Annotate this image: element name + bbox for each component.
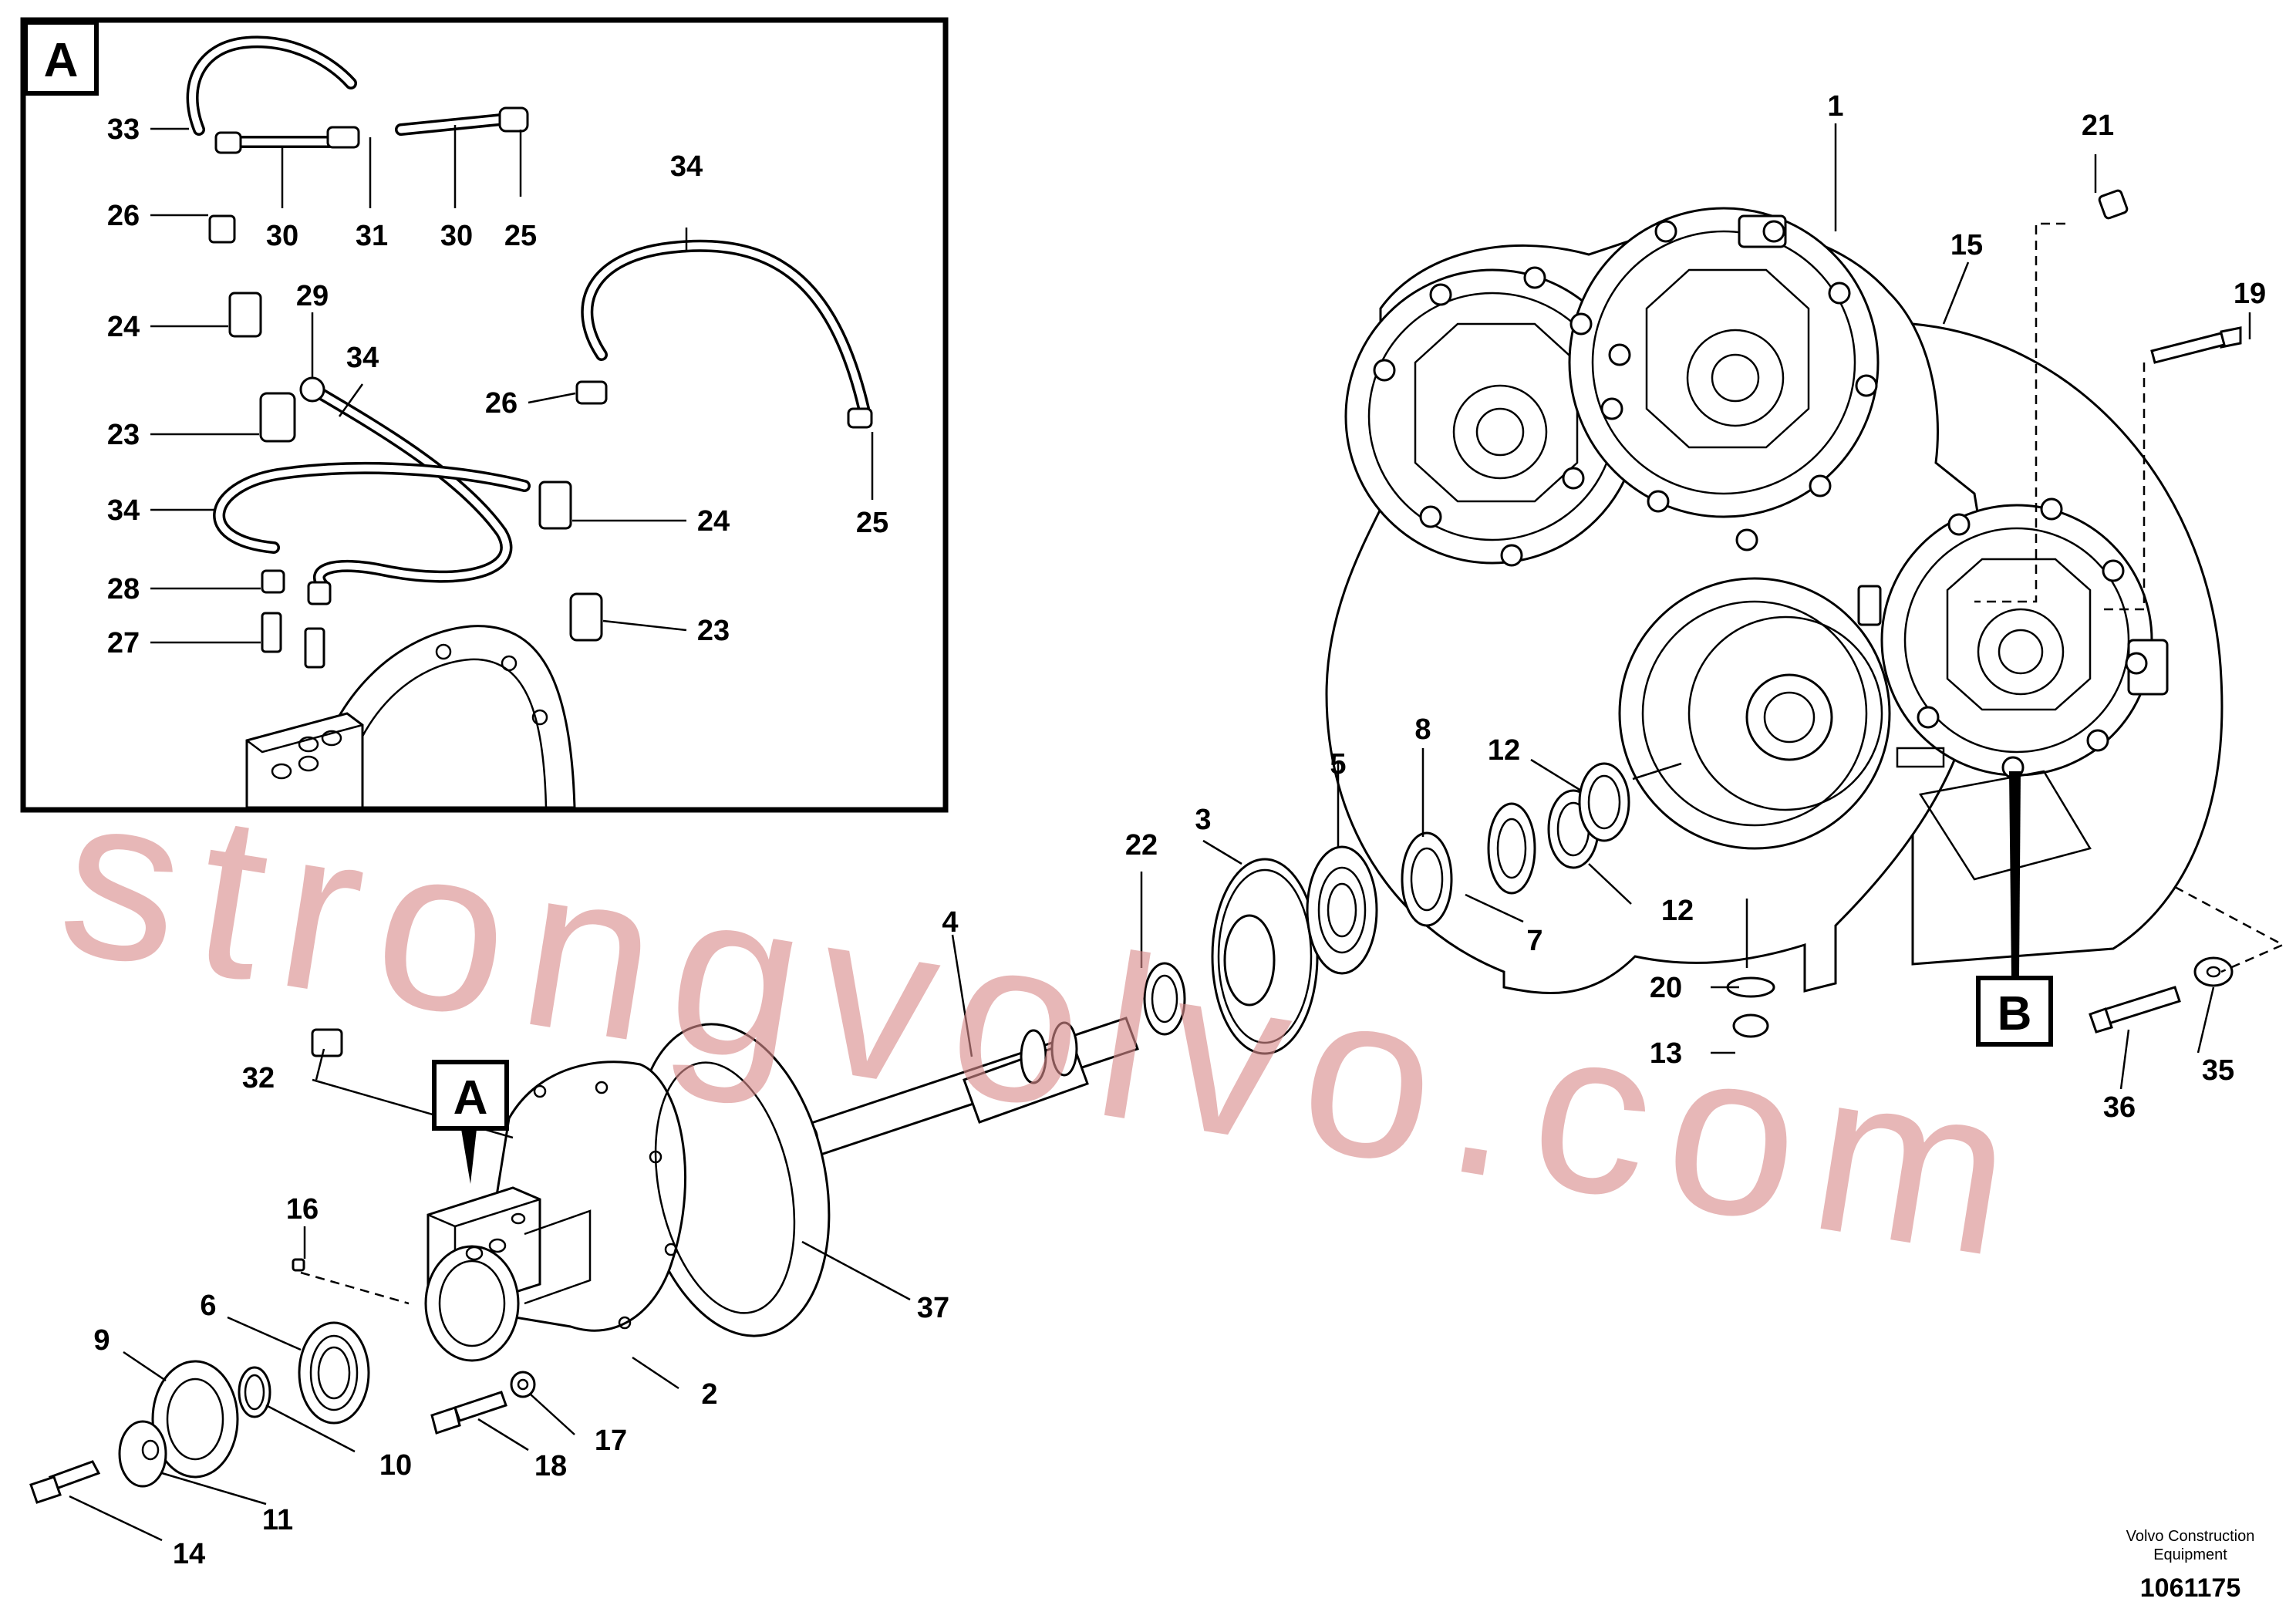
inset-callouts: 33 26 30 31 30 25 24 29 34 34 23 26 34 2… (107, 113, 888, 659)
bearing-stack (29, 1028, 536, 1504)
callout-26: 26 (485, 387, 518, 420)
callout-34: 34 (346, 342, 379, 374)
main-callouts: 1 21 15 19 8 12 5 3 22 4 12 7 20 13 35 3… (93, 90, 2266, 1570)
callout-12: 12 (1488, 734, 1520, 767)
callout-18: 18 (534, 1450, 567, 1482)
callout-2: 2 (701, 1378, 717, 1411)
caption: Volvo Construction Equipment 1061175 (2126, 1528, 2255, 1603)
callout-34: 34 (107, 494, 140, 527)
callout-16: 16 (286, 1193, 319, 1226)
inset-fittings (208, 106, 873, 669)
callout-32: 32 (242, 1062, 275, 1094)
transmission-housing (1325, 207, 2224, 995)
callout-29: 29 (296, 280, 329, 312)
callout-8: 8 (1414, 713, 1431, 746)
detail-label: A (44, 34, 79, 87)
callout-36: 36 (2103, 1091, 2136, 1124)
callout-7: 7 (1526, 925, 1542, 957)
callout-17: 17 (595, 1425, 627, 1457)
dashed-alignment-lines (300, 222, 2285, 1305)
callout-22: 22 (1125, 829, 1158, 862)
callout-1: 1 (1827, 90, 1843, 123)
callout-11: 11 (262, 1504, 293, 1536)
callout-24: 24 (697, 505, 730, 538)
callout-23: 23 (697, 615, 730, 647)
callout-20: 20 (1650, 972, 1682, 1004)
callout-19: 19 (2234, 278, 2266, 310)
callout-3: 3 (1195, 804, 1211, 836)
callout-35: 35 (2202, 1054, 2234, 1087)
callout-12: 12 (1661, 895, 1694, 927)
inset-hoses (186, 35, 870, 592)
detail-view-a: A (20, 17, 949, 813)
callout-26: 26 (107, 200, 140, 232)
callout-10: 10 (379, 1449, 412, 1482)
callout-30: 30 (266, 220, 298, 252)
callout-25: 25 (504, 220, 537, 252)
caption-company-line2: Equipment (2153, 1546, 2227, 1563)
callout-28: 28 (107, 573, 140, 605)
callout-25: 25 (856, 507, 888, 539)
cover-assembly (424, 1023, 831, 1362)
callout-33: 33 (107, 113, 140, 146)
callout-4: 4 (942, 906, 958, 939)
callout-30: 30 (440, 220, 473, 252)
inset-leaders (150, 125, 874, 644)
callout-24: 24 (107, 311, 140, 343)
callout-5: 5 (1330, 748, 1346, 781)
callout-23: 23 (107, 419, 140, 451)
main-leaders (69, 123, 2251, 1542)
callout-37: 37 (917, 1292, 949, 1324)
shaft-assembly (797, 762, 1630, 1160)
callout-21: 21 (2082, 110, 2114, 142)
marker-a-label: A (453, 1071, 488, 1125)
callout-13: 13 (1650, 1037, 1682, 1070)
caption-company-line1: Volvo Construction (2126, 1528, 2255, 1545)
detail-label-box (23, 20, 99, 96)
callout-15: 15 (1950, 229, 1983, 261)
marker-a: A (432, 1060, 509, 1131)
callout-34: 34 (670, 150, 703, 183)
marker-b-arrow (2009, 771, 2021, 976)
marker-b-label: B (1998, 987, 2032, 1040)
callout-9: 9 (93, 1324, 110, 1357)
plugs-and-bolts (1726, 189, 2242, 1038)
callout-27: 27 (107, 627, 140, 659)
callout-31: 31 (356, 220, 388, 252)
inset-housing (245, 625, 576, 809)
marker-b: B (1976, 976, 2053, 1047)
marker-a-arrow (461, 1129, 477, 1184)
callout-14: 14 (173, 1538, 205, 1570)
drawing-number: 1061175 (2140, 1573, 2241, 1603)
callout-6: 6 (200, 1290, 216, 1322)
